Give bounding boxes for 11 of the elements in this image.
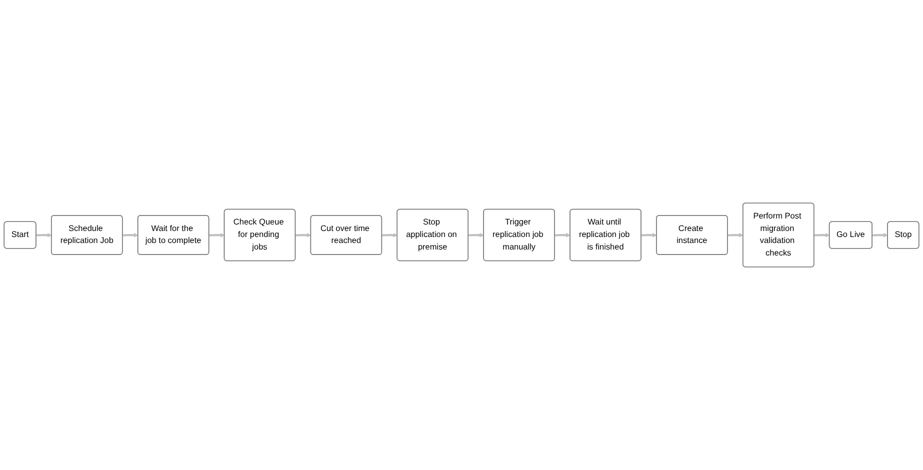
arrow [295,232,312,238]
arrow [382,232,398,238]
arrow [814,232,830,238]
arrow [728,232,744,238]
arrow [872,232,888,238]
arrow [36,232,52,238]
arrow [209,232,225,238]
arrow [641,232,657,238]
arrow [122,232,138,238]
arrow [554,232,570,238]
arrow [468,232,484,238]
